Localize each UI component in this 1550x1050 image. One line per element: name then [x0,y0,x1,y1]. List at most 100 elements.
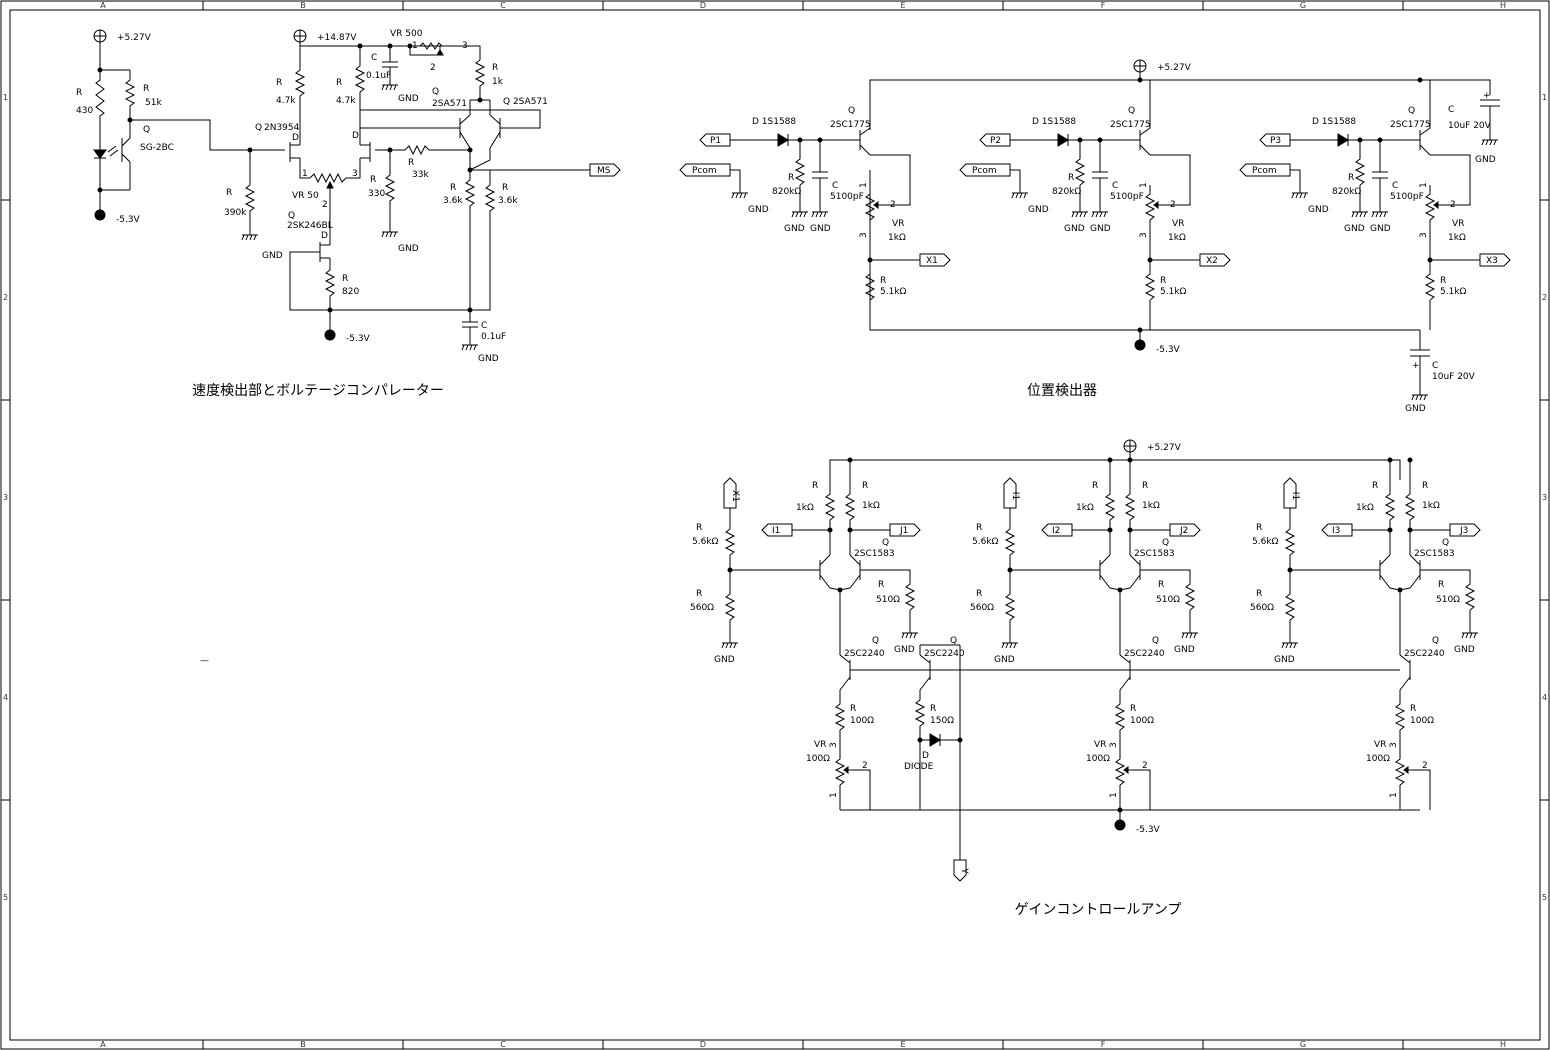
port-j: J2 [1169,523,1201,537]
polarity-mark: + [1412,361,1420,371]
port-j: J3 [1449,523,1481,537]
port-label: J1 [899,526,908,536]
transistor-ref: Q [1128,106,1135,116]
ground-label: GND [1454,645,1475,655]
ground-label: GND [1344,224,1365,234]
pin-number: 3 [829,742,839,748]
port-input: X1 [723,477,740,509]
resistor-value: 820kΩ [772,187,801,197]
ground-label: GND [994,655,1015,665]
capacitor-value: 0.1uF [366,71,391,81]
frame-row-label: 2 [3,293,8,302]
capacitor-value: 5100pF [830,192,864,202]
resistor-ref: R [878,580,884,590]
resistor-value: 1kΩ [796,503,814,513]
ground-symbol [1291,192,1308,199]
supply-symbol [93,29,107,43]
frame-column-label: A [100,1,106,10]
ground-label: GND [1405,404,1426,414]
resistor-value: 100Ω [1130,716,1154,726]
section-title-gain: ゲインコントロールアンプ [1015,902,1182,918]
resistor-value: 1kΩ [1422,501,1440,511]
transistor-part: 2SC1775 [830,120,871,130]
port-label: I3 [1332,526,1340,536]
transistor-ref: Q [143,125,150,135]
resistor-ref: R [1372,481,1378,491]
port-j: J1 [889,523,921,537]
port-label: X1 [926,256,938,266]
port-x2: X2 [1199,253,1231,267]
resistor-ref: R [930,704,936,714]
ground-symbol [1351,211,1368,218]
ground-symbol [1371,211,1388,218]
capacitor-value: 10uF 20V [1448,121,1492,131]
resistor-ref: R [1158,580,1164,590]
resistor-ref: R [336,78,342,88]
ground-label: GND [748,205,769,215]
frame-column-label: F [1101,1,1106,10]
ground-label: GND [1090,224,1111,234]
resistor-value: 560Ω [690,603,714,613]
port-p1: P1 [699,133,731,147]
potentiometer-value: 100Ω [806,754,830,764]
frame-column-label: H [1500,1,1506,10]
potentiometer-value: 1kΩ [888,233,906,243]
ground-label: GND [1064,224,1085,234]
supply-label: -5.3V [1136,825,1161,835]
pin-number: 2 [1142,761,1148,771]
port-label: Y [959,867,969,874]
transistor-part: 2SC1775 [1390,120,1431,130]
frame-column-label: D [700,1,706,10]
ground-symbol [1481,139,1498,146]
transistor-part: 2SC2240 [1404,649,1445,659]
frame-row-label: 4 [1542,693,1547,702]
frame-column-label: C [500,1040,506,1049]
transistor-ref: Q [432,87,439,97]
pin-number: 2 [1422,761,1428,771]
ground-symbol [381,84,398,91]
potentiometer-value: 1kΩ [1168,233,1186,243]
resistor-value: 51k [145,98,162,108]
ground-symbol [1091,211,1108,218]
transistor-ref: Q [1432,636,1439,646]
transistor-part: 2SC1775 [1110,120,1151,130]
transistor-ref: Q [1442,538,1449,548]
resistor-value: 820kΩ [1332,187,1361,197]
resistor-ref: R [492,63,498,73]
resistor-value: 4.7k [336,96,356,106]
ground-label: GND [1370,224,1391,234]
pin-letter: D [292,133,299,143]
resistor-value: 3.6k [498,196,518,206]
resistor-ref: R [1160,276,1166,286]
section-title-speed: 速度検出部とボルテージコンパレーター [192,383,444,399]
port-input: I1 [1003,477,1020,509]
transistor-ref: Q [882,538,889,548]
transistor-ref: Q [255,123,262,133]
ground-symbol [1461,632,1478,639]
port-label: MS [597,166,611,176]
transistor-ref: Q [1408,106,1415,116]
resistor-ref: R [976,523,982,533]
frame-column-label: F [1101,1040,1106,1049]
ground-symbol [1011,192,1028,199]
capacitor-value: 5100pF [1110,192,1144,202]
transistor-part: 2SC2240 [924,649,965,659]
resistor-ref: R [976,589,982,599]
pin-number: 2 [890,200,896,210]
resistor-value: 3.6k [443,196,463,206]
pin-number: 1 [412,41,418,51]
potentiometer-value: 100Ω [1086,754,1110,764]
transistor-ref: Q [872,636,879,646]
pin-letter: D [352,131,359,141]
pin-number: 1 [302,169,308,179]
resistor-value: 150Ω [930,716,954,726]
port-p3: P3 [1259,133,1291,147]
resistor-ref: R [1438,580,1444,590]
frame-column-label: G [1300,1040,1306,1049]
frame-column-label: A [100,1040,106,1049]
port-i: I1 [761,523,793,537]
frame-row-label: 4 [3,693,8,702]
port-p2: P2 [979,133,1011,147]
